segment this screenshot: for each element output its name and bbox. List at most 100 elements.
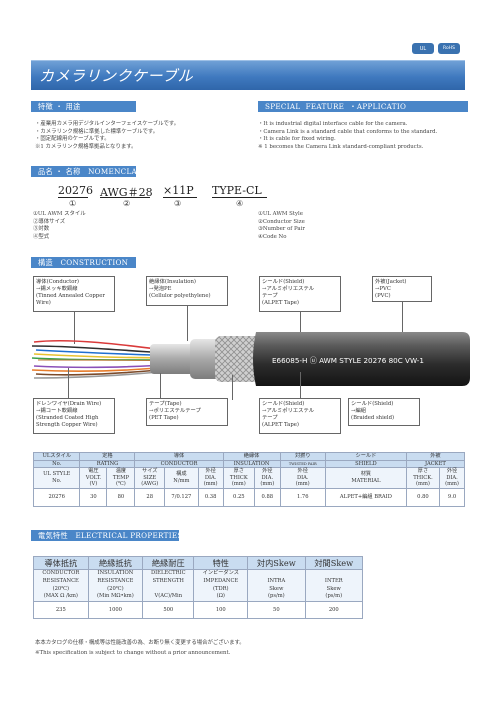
spec-h-insulation: 絶縁体 [222, 452, 281, 461]
elec-cell: 50 [247, 601, 306, 620]
nom-style: 20276 [58, 184, 93, 197]
spec-subheader-line: 温度 [115, 468, 127, 475]
spec-subheader-line: 電圧 [88, 468, 99, 475]
section-feature-jp: 特徴 ・ 用途 [31, 101, 136, 112]
leader-braid [300, 372, 301, 400]
nom-legend-jp-4: ④型式 [33, 233, 50, 240]
elec-subheader-line: (TDR) [212, 585, 229, 592]
elec-subheader-line: IMPEDANCE [203, 577, 239, 584]
spec-h-style: ULスタイル [32, 452, 81, 461]
spec-subheader-line: 構成 [176, 471, 187, 478]
elec-subheader-line: (20℃) [52, 585, 70, 592]
spec-subheader-line: MATERIAL [351, 478, 381, 485]
callout-shield-top-line: テープ [262, 292, 278, 299]
elec-subheader-line: (Ω) [216, 593, 225, 600]
callout-shield-top-line: →アルミポリエステル [262, 285, 315, 292]
feature-list-jp: ・産業用カメラ用デジタルインターフェイスケーブルです。 ・カメラリンク規格に準拠… [35, 121, 179, 151]
elec-subheader-line: INTRA [267, 577, 286, 584]
spec-subheader-line: (mm) [445, 481, 459, 488]
callout-conductor-line: Wire) [36, 299, 51, 306]
spec-subheader-line: THICK [229, 474, 248, 481]
spec-subheader-line: (mm) [203, 481, 218, 488]
spec-h-insulation-en: INSULATION [222, 459, 281, 469]
callout-braid-line: →編組 [351, 407, 367, 414]
elec-subheader-line: DIELECTRIC [150, 570, 186, 576]
section-nomenclature: 品名 ・ 名称 NOMENCLATURE [31, 166, 159, 177]
spec-h-shield: シールド [324, 452, 407, 461]
elec-subheader-line: CONDUCTOR [42, 570, 80, 576]
title-band: カメラリンクケーブル [31, 60, 465, 90]
nom-legend-jp: ①UL AWM スタイル ②導体サイズ ③対数 ④型式 [33, 211, 86, 241]
spec-cell: 0.88 [254, 487, 281, 507]
spec-subheader-line: (℃) [115, 481, 126, 488]
callout-insulation-line: (Cellulor polyethylene) [149, 292, 211, 299]
spec-h-rating: 定格 [79, 452, 136, 461]
elec-header-cell: 対内Skew [247, 556, 306, 570]
nom-legend-en-2: ②Conductor Size [258, 218, 305, 225]
elec-subheader-line [248, 570, 304, 578]
section-electrical: 電気特性 ELECTRICAL PROPERTIES [31, 530, 182, 541]
spec-subheader-line: (V) [89, 481, 98, 488]
callout-drain-line: (Stranded Coated High [36, 414, 99, 421]
spec-subheader-line: 厚さ [417, 468, 429, 475]
spec-subheader-line: 外径 [297, 468, 308, 475]
callout-drain-line: ドレンワイヤ(Drain Wire) [36, 400, 102, 407]
spec-cell: 28 [134, 487, 165, 507]
spec-h-twisted-en: TWISTED PAIR [279, 459, 326, 469]
nom-type: TYPE-CL [212, 184, 262, 197]
elec-subheader-line: INTER [324, 577, 343, 584]
spec-h-twisted: 対撚り [279, 452, 326, 461]
elec-subheader-line: (20℃) [107, 585, 124, 592]
spec-cell: 7/0.127 [163, 487, 199, 507]
spec-subheader-line: 材質 [360, 471, 372, 478]
elec-subheader-line: (ps/m) [267, 593, 285, 600]
spec-subheader-line: (AWG) [141, 481, 159, 488]
callout-shield-top-line: (ALPET Tape) [262, 299, 299, 306]
elec-subheader-line: Skew [269, 585, 284, 592]
callout-tape-line: テープ(Tape) [149, 400, 182, 407]
elec-header-cell: 導体抵抗 [33, 556, 89, 570]
elec-subheader-line: (Min MΩ•km) [97, 593, 134, 600]
nom-pair: ×11P [163, 184, 194, 197]
spec-h-shield-en: SHIELD [324, 459, 407, 469]
spec-cell: 0.25 [222, 487, 256, 507]
callout-shield-mid: シールド(Shield) →アルミポリエステル テープ (ALPET Tape) [259, 398, 341, 434]
nom-num-1: ① [69, 199, 77, 208]
page-title: カメラリンクケーブル [39, 67, 194, 85]
callout-shield-mid-line: シールド(Shield) [262, 400, 305, 407]
spec-cell: 0.38 [197, 487, 224, 507]
elec-subheader-line: STRENGTH [152, 577, 184, 584]
elec-subheader-line: V(AC)/Min [154, 593, 183, 600]
callout-jacket: 外被(Jacket) →PVC (PVC) [372, 276, 432, 302]
spec-subheader-line: DIA. [261, 474, 274, 481]
spec-subheader-line: VOLT. [85, 474, 102, 481]
spec-subheader-line: 外径 [446, 468, 458, 475]
elec-subheader-line [306, 570, 362, 578]
elec-cell: 500 [142, 601, 195, 620]
spec-cell: 80 [106, 487, 136, 507]
callout-conductor-line: 導体(Conductor) [36, 278, 79, 285]
elec-subheader-line: INSULATION [97, 570, 134, 576]
nom-underline-1 [58, 197, 88, 198]
callout-conductor: 導体(Conductor) →錫メッキ軟銅線 (Tinned Annealed … [33, 276, 115, 312]
callout-conductor-line: →錫メッキ軟銅線 [36, 285, 78, 292]
callout-insulation-line: →発泡PE [149, 285, 172, 292]
spec-subheader-line: THICK. [413, 474, 433, 481]
feature-en-2: ・Camera Link is a standard cable that co… [258, 128, 438, 135]
leader-insulation [187, 306, 188, 341]
feature-jp-3: ・固定配線用のケーブルです。 [35, 136, 110, 143]
callout-shield-braid: シールド(Shield) →編組 (Braided shield) [348, 398, 420, 426]
callout-drain-line: →錫コート軟銅線 [36, 407, 78, 414]
callout-braid-line: シールド(Shield) [351, 400, 394, 407]
spec-subheader-line: (mm) [231, 481, 246, 488]
elec-cell: 200 [304, 601, 364, 620]
section-construction: 構造 CONSTRUCTION [31, 257, 136, 268]
spec-cell: 9.0 [439, 487, 465, 507]
